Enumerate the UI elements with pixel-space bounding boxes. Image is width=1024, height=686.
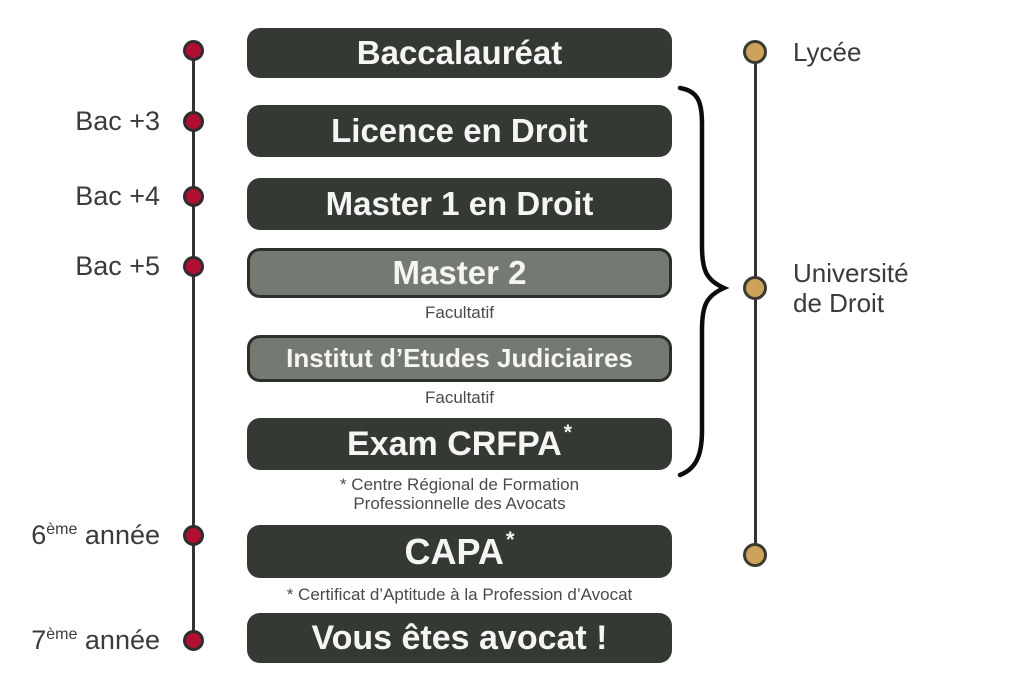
stage-label: CAPA bbox=[404, 530, 504, 572]
right-dot-lycee bbox=[743, 40, 767, 64]
label-text: Bac +3 bbox=[75, 106, 160, 136]
left-dot-bac3 bbox=[183, 111, 204, 132]
stage-label: Licence en Droit bbox=[331, 112, 588, 149]
stage-iej: Institut d’Etudes Judiciaires bbox=[247, 335, 672, 382]
label-text: 6 bbox=[31, 520, 47, 550]
stage-label: Master 2 bbox=[392, 254, 527, 291]
note-facultatif-master2: Facultatif bbox=[425, 303, 494, 322]
asterisk: * bbox=[505, 527, 515, 553]
stage-capa: CAPA* bbox=[247, 525, 672, 578]
left-label-bac3: Bac +3 bbox=[0, 104, 160, 138]
stage-licence: Licence en Droit bbox=[247, 105, 672, 157]
right-dot-universite bbox=[743, 276, 767, 300]
label-text: 7 bbox=[31, 625, 47, 655]
stage-label: Baccalauréat bbox=[356, 34, 563, 71]
label-text: année bbox=[77, 625, 160, 655]
label-sup: ème bbox=[46, 521, 78, 538]
label-text: Université bbox=[793, 258, 909, 288]
stage-master2: Master 2 bbox=[247, 248, 672, 298]
label-text: Bac +4 bbox=[75, 181, 160, 211]
right-label-lycee: Lycée bbox=[793, 37, 861, 67]
label-text: année bbox=[77, 520, 160, 550]
left-dot-baccalaureat bbox=[183, 40, 204, 61]
asterisk: * bbox=[563, 421, 572, 445]
left-label-bac5: Bac +5 bbox=[0, 249, 160, 283]
label-sup: ème bbox=[46, 626, 78, 643]
left-dot-annee6 bbox=[183, 525, 204, 546]
right-timeline-line bbox=[754, 52, 757, 555]
note-crfpa: * Centre Régional de Formation Professio… bbox=[247, 475, 672, 513]
left-dot-bac5 bbox=[183, 256, 204, 277]
left-label-bac4: Bac +4 bbox=[0, 179, 160, 213]
stage-label: Vous êtes avocat ! bbox=[311, 618, 608, 657]
stage-avocat: Vous êtes avocat ! bbox=[247, 613, 672, 663]
left-label-annee6: 6ème année bbox=[0, 518, 160, 552]
label-text: de Droit bbox=[793, 288, 885, 318]
right-dot-capa bbox=[743, 543, 767, 567]
stage-master1: Master 1 en Droit bbox=[247, 178, 672, 230]
stage-label: Institut d’Etudes Judiciaires bbox=[286, 343, 633, 373]
left-dot-annee7 bbox=[183, 630, 204, 651]
right-label-universite: Université de Droit bbox=[793, 258, 909, 318]
label-text: Lycée bbox=[793, 37, 862, 67]
stage-baccalaureat: Baccalauréat bbox=[247, 28, 672, 78]
university-group-brace bbox=[677, 85, 730, 478]
stage-label: Master 1 en Droit bbox=[325, 185, 594, 222]
stage-label: Exam CRFPA bbox=[347, 424, 562, 463]
note-facultatif-iej: Facultatif bbox=[425, 388, 494, 407]
left-timeline-line bbox=[192, 50, 195, 640]
note-line: * Centre Régional de Formation bbox=[339, 475, 580, 494]
stage-crfpa: Exam CRFPA* bbox=[247, 418, 672, 470]
label-text: Bac +5 bbox=[75, 251, 160, 281]
note-capa: * Certificat d’Aptitude à la Profession … bbox=[286, 585, 633, 604]
left-dot-bac4 bbox=[183, 186, 204, 207]
note-line: Professionnelle des Avocats bbox=[353, 494, 566, 513]
left-label-annee7: 7ème année bbox=[0, 623, 160, 657]
